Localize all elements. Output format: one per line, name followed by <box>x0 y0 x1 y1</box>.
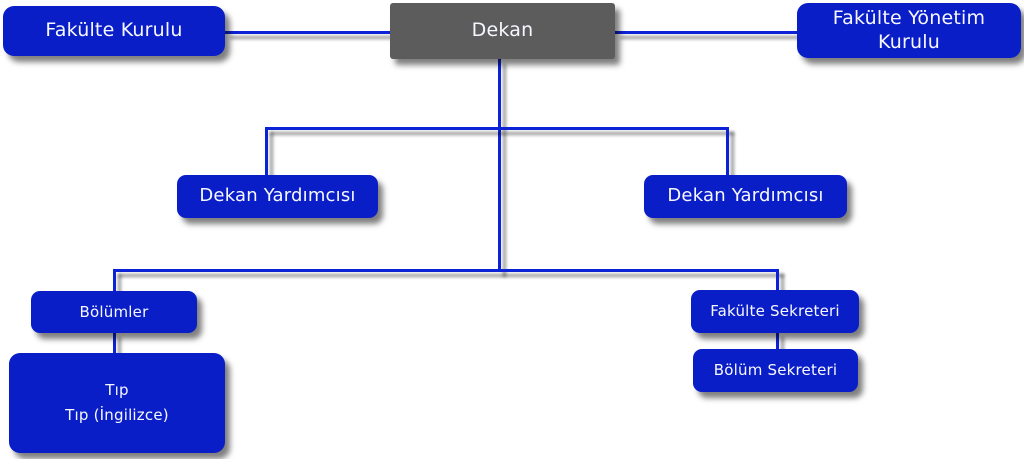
connector-fakulte-sekreteri-drop <box>776 269 779 290</box>
connector-dekan-yonetim-kurulu <box>615 31 797 34</box>
connector-lower-branch <box>113 269 779 272</box>
connector-yardimci-left-drop <box>265 127 268 175</box>
org-node-bolum-sekreteri: Bölüm Sekreteri <box>693 349 858 392</box>
org-node-label: Dekan <box>471 19 534 42</box>
org-node-label-line2: Tıp (İngilizce) <box>65 406 169 424</box>
org-node-dekan-yardimcisi-right: Dekan Yardımcısı <box>644 175 847 218</box>
connector-dekan-trunk <box>498 59 501 272</box>
connector-sekreteri-link <box>776 332 779 349</box>
org-node-label: Fakülte Kurulu <box>45 19 183 42</box>
org-node-label: Bölümler <box>79 302 149 321</box>
org-node-fakulte-sekreteri: Fakülte Sekreteri <box>691 290 859 333</box>
org-node-label: Fakülte Sekreteri <box>710 302 840 321</box>
connector-bolumler-drop <box>113 269 116 291</box>
org-node-label: Dekan Yardımcısı <box>199 185 356 207</box>
org-node-tip: Tıp Tıp (İngilizce) <box>9 353 225 453</box>
org-node-bolumler: Bölümler <box>31 291 197 333</box>
org-node-label-line1: Tıp <box>105 381 129 400</box>
connector-yardimci-branch <box>265 127 729 130</box>
connector-yardimci-right-drop <box>726 127 729 175</box>
org-node-label: Bölüm Sekreteri <box>713 361 838 380</box>
org-node-label: Dekan Yardımcısı <box>667 185 824 207</box>
org-node-fakulte-kurulu: Fakülte Kurulu <box>3 6 225 56</box>
org-node-fakulte-yonetim-kurulu: Fakülte Yönetim Kurulu <box>797 3 1021 58</box>
org-node-dekan: Dekan <box>390 3 615 59</box>
org-node-label: Fakülte Yönetim Kurulu <box>832 6 986 53</box>
org-node-dekan-yardimcisi-left: Dekan Yardımcısı <box>177 175 378 218</box>
connector-dekan-fakulte-kurulu <box>225 31 390 34</box>
connector-bolumler-tip <box>113 332 116 353</box>
